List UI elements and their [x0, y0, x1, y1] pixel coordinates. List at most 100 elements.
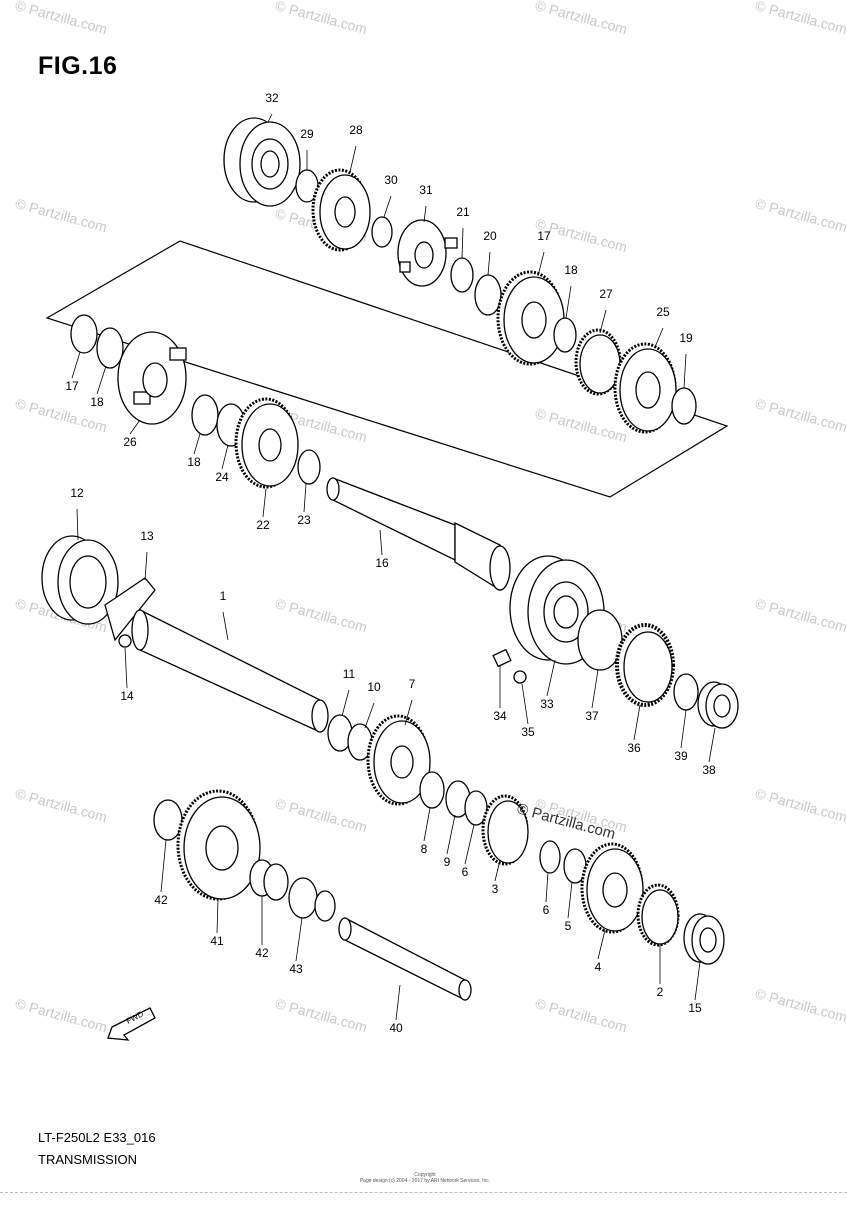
callout-number: 40	[389, 1021, 403, 1035]
part-40-gear	[176, 789, 261, 901]
callout-leader	[545, 871, 549, 903]
fwd-arrow-icon: FWD	[107, 1007, 156, 1041]
partzilla-watermark: © Partzilla.com	[754, 195, 847, 235]
callout-leader	[599, 309, 607, 334]
part-26-gear	[574, 328, 622, 396]
callout-number: 41	[210, 934, 224, 948]
callout-number: 42	[154, 893, 168, 907]
callout-number: 6	[462, 865, 469, 879]
callout-number: 28	[349, 123, 363, 137]
callout-leader	[383, 195, 392, 218]
callout-leader	[565, 285, 572, 319]
callout-leader	[404, 699, 413, 726]
callout-number: 15	[688, 1001, 702, 1015]
callout-number: 6	[543, 903, 550, 917]
part-16-countershaft	[326, 477, 511, 592]
partzilla-watermark: © Partzilla.com	[754, 785, 847, 825]
callout-number: 23	[297, 513, 311, 527]
callout-number: 19	[679, 331, 693, 345]
part-34-bolt	[513, 670, 527, 684]
partzilla-watermark: © Partzilla.com	[754, 985, 847, 1025]
partzilla-watermark: © Partzilla.com	[14, 785, 109, 825]
callout-number: 12	[70, 486, 84, 500]
part-24-gear	[613, 342, 677, 434]
part-21-gear	[234, 397, 299, 489]
callout-labels: 1234566789101112131415161717181818192021…	[65, 91, 716, 1035]
callout-leader	[129, 419, 141, 435]
callout-leader	[537, 251, 545, 277]
part-36-washer	[577, 609, 623, 671]
part-17-gear	[496, 270, 565, 366]
callout-number: 18	[187, 455, 201, 469]
callout-leader	[216, 899, 219, 934]
callout-number: 36	[627, 741, 641, 755]
callout-leader	[341, 689, 350, 717]
callout-number: 10	[367, 680, 381, 694]
callout-number: 25	[656, 305, 670, 319]
part-4-gear	[580, 842, 644, 934]
callout-leader	[708, 727, 716, 763]
part-12-bearing	[41, 535, 119, 625]
callout-leader	[464, 824, 475, 865]
part-14-screw	[118, 634, 132, 648]
callout-number: 33	[540, 697, 554, 711]
part-18-bushing-left	[96, 327, 124, 369]
partzilla-watermark: © Partzilla.com	[534, 405, 629, 445]
figure-name: TRANSMISSION	[38, 1152, 137, 1167]
callout-leader	[222, 611, 229, 641]
callout-number: 8	[421, 842, 428, 856]
callout-number: 9	[444, 855, 451, 869]
callout-leader	[694, 961, 701, 1001]
callout-leader	[160, 839, 167, 893]
callout-leader	[144, 551, 148, 581]
part-38-washer	[673, 673, 699, 711]
part-6-circlip	[464, 790, 488, 826]
partzilla-watermark: © Partzilla.com	[274, 795, 369, 835]
copyright-line-2: Page design (c) 2004 - 2017 by ARI Netwo…	[359, 1178, 491, 1184]
part-7-gear	[366, 714, 431, 806]
callout-number: 2	[657, 985, 664, 999]
callout-number: 17	[537, 229, 551, 243]
callout-leader	[124, 647, 128, 689]
part-29-washer	[371, 216, 393, 248]
callout-number: 5	[565, 919, 572, 933]
callout-number: 7	[409, 677, 416, 691]
part-2-gear	[636, 883, 680, 947]
part-39-shaft	[338, 916, 472, 1002]
callout-leader	[654, 327, 664, 348]
callout-number: 31	[419, 183, 433, 197]
callout-number: 30	[384, 173, 398, 187]
model-code: LT-F250L2 E33_016	[38, 1130, 156, 1145]
part-20-circlip	[450, 257, 474, 293]
callout-leader	[683, 353, 687, 389]
callout-leader	[96, 365, 107, 395]
callout-leader	[680, 709, 687, 749]
callout-number: 42	[255, 946, 269, 960]
part-25-dog	[117, 331, 187, 425]
partzilla-watermark: © Partzilla.com	[534, 0, 629, 37]
callout-leader	[267, 113, 273, 123]
callout-number: 16	[375, 556, 389, 570]
callout-leader	[303, 483, 307, 513]
part-42-washer	[153, 799, 183, 841]
callout-number: 37	[585, 709, 599, 723]
partzilla-watermark: © Partzilla.com	[754, 0, 847, 37]
callout-number: 26	[123, 435, 137, 449]
subassembly-outline	[45, 240, 729, 498]
partzilla-watermark: © Partzilla.com	[274, 995, 369, 1035]
part-33-plate	[492, 648, 512, 668]
callout-leader	[395, 984, 401, 1021]
partzilla-watermark: © Partzilla.com	[274, 595, 369, 635]
callout-number: 22	[256, 518, 270, 532]
callout-leader	[521, 683, 529, 725]
callout-leader	[633, 704, 641, 741]
callout-number: 18	[564, 263, 578, 277]
part-8-bushing	[419, 771, 445, 809]
partzilla-watermark: © Partzilla.com	[14, 995, 109, 1035]
callout-leader	[221, 444, 229, 470]
leader-lines	[71, 113, 716, 1021]
part-3-gear	[481, 794, 529, 866]
part-37-bearing	[697, 681, 739, 729]
part-19-washer	[474, 274, 502, 316]
